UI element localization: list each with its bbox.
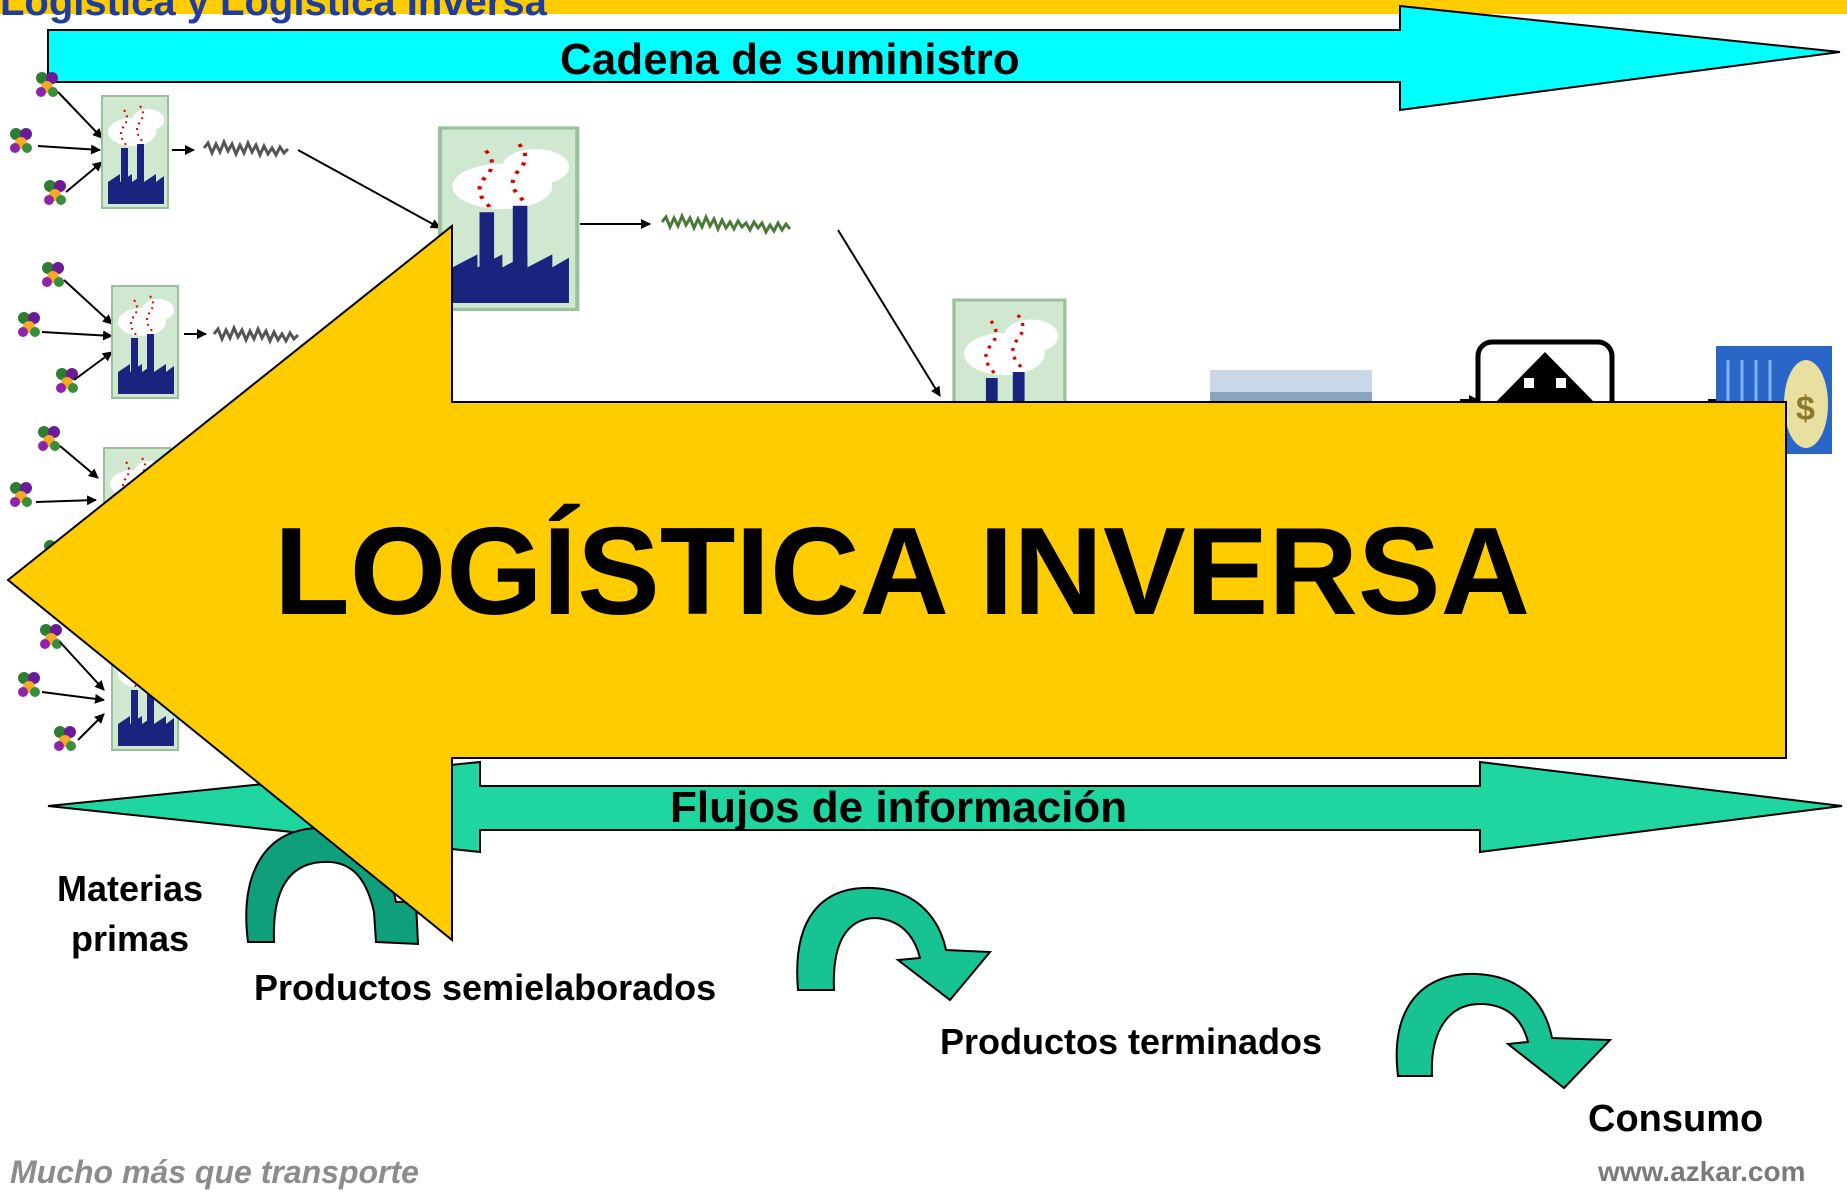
- information-flow-label: Flujos de información: [670, 783, 1128, 832]
- flow-connectors: [35, 91, 1727, 741]
- footer-website: www.azkar.com: [1598, 1156, 1806, 1187]
- information-flow-arrow: [47, 760, 1843, 854]
- stage-semi-finished-label: Productos semielaborados: [254, 967, 717, 1008]
- stage-finished-label: Productos terminados: [940, 1021, 1323, 1062]
- curved-arrow-finished: [1395, 972, 1613, 1090]
- svg-text:$: $: [1796, 390, 1815, 428]
- curved-arrow-semi-finished: [796, 886, 993, 1002]
- stage-raw-materials-label: Materias primas: [56, 868, 204, 959]
- footer-slogan: Mucho más que transporte: [10, 1154, 419, 1190]
- header-bar: [0, 0, 1847, 14]
- supply-chain-label: Cadena de suministro: [560, 35, 1020, 84]
- supply-chain-arrow: [47, 4, 1841, 112]
- reverse-logistics-arrow: [6, 223, 1787, 943]
- stage-consumption-label: Consumo: [1588, 1098, 1764, 1140]
- page-title: Logística y Logística Inversa: [0, 0, 547, 24]
- reverse-logistics-label: LOGÍSTICA INVERSA: [274, 503, 1531, 641]
